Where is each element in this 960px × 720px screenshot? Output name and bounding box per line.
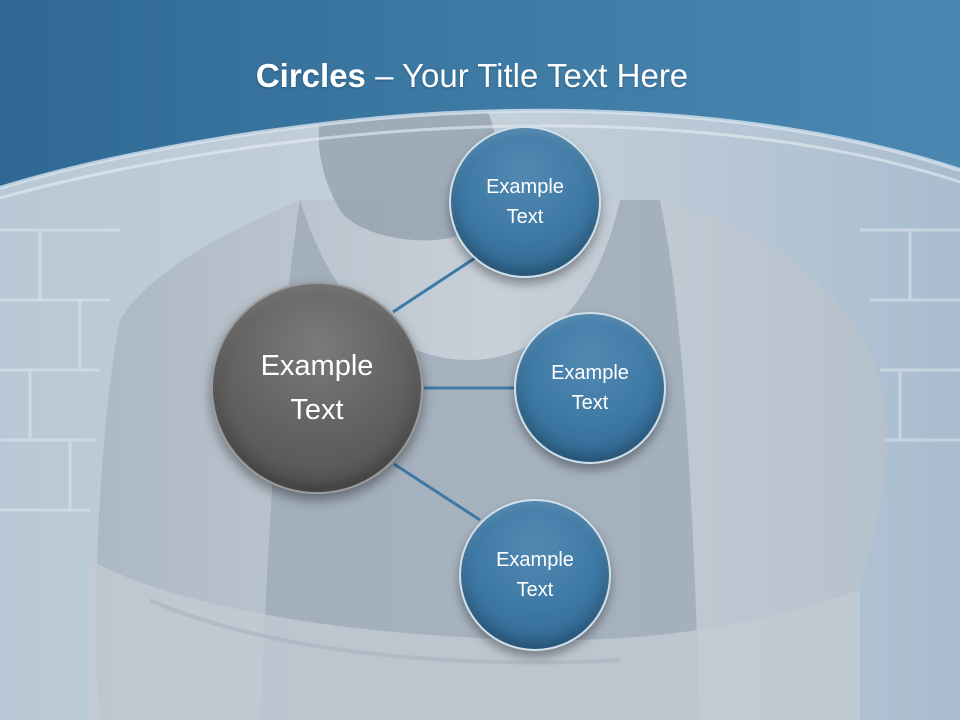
satellite-circle-label: Example Text — [496, 549, 574, 601]
connector-bottom — [393, 462, 481, 522]
slide-title: Circles – Your Title Text Here — [0, 54, 944, 98]
center-circle[interactable]: Example Text — [211, 282, 423, 494]
title-bold: Circles — [255, 57, 366, 94]
title-rest: – Your Title Text Here — [365, 57, 689, 94]
satellite-circle-bottom[interactable]: Example Text — [459, 499, 611, 651]
satellite-circle-top[interactable]: Example Text — [449, 126, 601, 278]
satellite-circle-middle[interactable]: Example Text — [514, 312, 666, 464]
header-band — [0, 0, 960, 200]
center-circle-label: Example Text — [260, 350, 374, 426]
satellite-circle-label: Example Text — [486, 176, 564, 228]
connector-top — [392, 256, 476, 314]
satellite-circle-label: Example Text — [551, 362, 629, 414]
